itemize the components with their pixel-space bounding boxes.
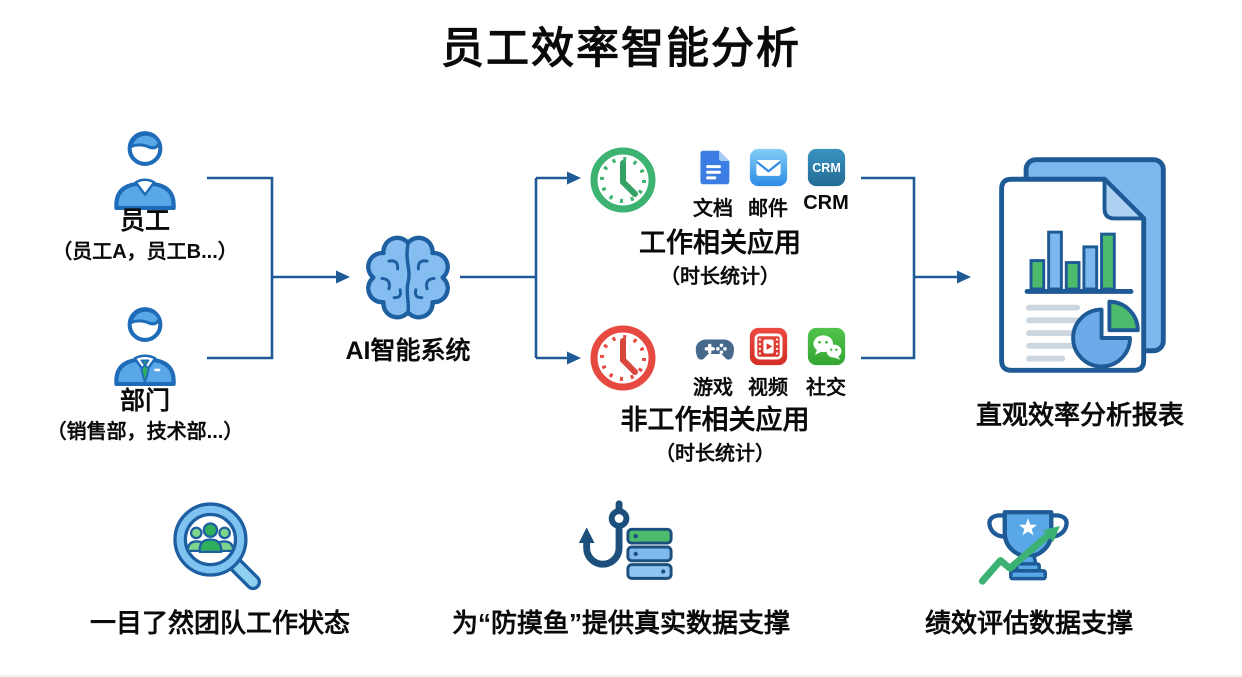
report-label-wrap: 直观效率分析报表 xyxy=(950,399,1210,432)
employee-node-label: 员工 （员工A，员工B...） xyxy=(15,206,275,265)
bottom-divider xyxy=(0,675,1242,677)
work-app-mail-label: 邮件 xyxy=(748,198,788,220)
employee-sublabel: （员工A，员工B...） xyxy=(52,241,238,264)
green-clock-icon xyxy=(590,147,656,213)
department-label: 部门 xyxy=(119,387,170,415)
anti-slacking-hook-icon xyxy=(578,500,673,580)
red-clock-icon xyxy=(590,325,656,391)
nonwork-app-social-label: 社交 xyxy=(806,377,846,399)
employee-label: 员工 xyxy=(119,207,170,235)
game-app-icon xyxy=(695,339,734,360)
benefit-performance-label: 绩效评估数据支撑 xyxy=(924,608,1133,638)
nonwork-branch-subtitle: （时长统计） xyxy=(655,442,775,465)
employee-person-icon xyxy=(114,131,176,210)
page-title: 员工效率智能分析 xyxy=(441,25,801,73)
benefit-data-label: 为“防摸鱼”提供真实数据支撑 xyxy=(451,608,790,638)
work-app-document: 文档 xyxy=(690,147,736,221)
work-app-crm-label: CRM xyxy=(803,192,849,214)
nonwork-app-game-label: 游戏 xyxy=(693,377,733,399)
work-app-document-label: 文档 xyxy=(693,198,733,220)
video-app-icon xyxy=(749,327,787,366)
work-branch-label: 工作相关应用 （时长统计） xyxy=(575,227,865,290)
nonwork-branch-title: 非工作相关应用 xyxy=(620,405,810,435)
work-branch-title: 工作相关应用 xyxy=(639,228,801,258)
work-app-crm: CRM CRM xyxy=(803,147,849,215)
nonwork-app-video-label: 视频 xyxy=(748,377,788,399)
department-person-icon xyxy=(114,307,176,386)
work-app-mail: 邮件 xyxy=(745,147,791,221)
nonwork-app-video: 视频 xyxy=(745,326,791,400)
brain-icon xyxy=(366,235,450,320)
department-node-label: 部门 （销售部，技术部...） xyxy=(5,386,285,445)
nonwork-app-game: 游戏 xyxy=(690,326,736,400)
document-app-icon xyxy=(699,150,729,185)
performance-trophy-icon xyxy=(978,510,1069,585)
work-branch-subtitle: （时长统计） xyxy=(660,265,780,288)
ai-engine-label-wrap: AI智能系统 xyxy=(298,336,518,367)
mail-app-icon xyxy=(749,148,787,187)
benefit-team-label: 一目了然团队工作状态 xyxy=(89,608,350,638)
department-sublabel: （销售部，技术部...） xyxy=(46,421,244,444)
team-magnifier-icon xyxy=(173,502,262,591)
social-app-icon xyxy=(807,327,845,366)
nonwork-app-social: 社交 xyxy=(803,326,849,400)
crm-badge-text: CRM xyxy=(812,161,841,175)
crm-app-icon: CRM xyxy=(807,148,845,187)
report-label: 直观效率分析报表 xyxy=(975,400,1184,430)
report-icon xyxy=(999,157,1166,373)
nonwork-branch-label: 非工作相关应用 （时长统计） xyxy=(570,404,860,467)
ai-engine-label: AI智能系统 xyxy=(345,337,471,365)
